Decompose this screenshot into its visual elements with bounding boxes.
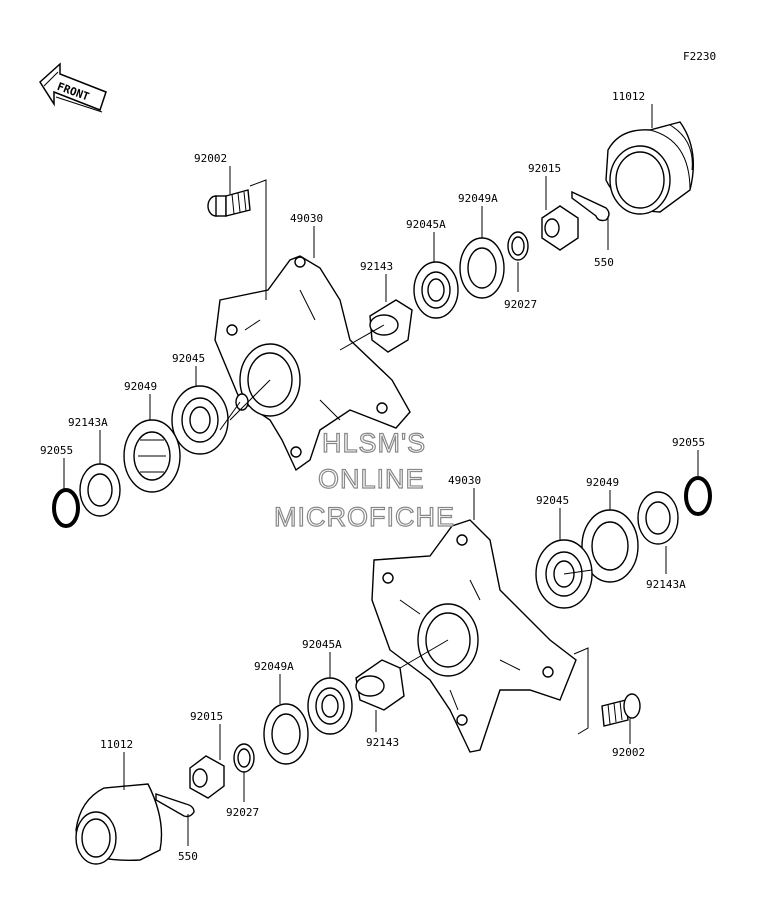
spacer-lower	[355, 659, 405, 711]
hub-cap-upper	[605, 121, 695, 215]
label-92002-lower: 92002	[612, 746, 645, 759]
figure-code: F2230	[683, 50, 716, 63]
label-92027-upper: 92027	[504, 298, 537, 311]
label-92002-upper: 92002	[194, 152, 227, 165]
part-labels: 11012 92002 92015 49030 92049A 92045A 92…	[40, 90, 705, 863]
label-550-lower: 550	[178, 850, 198, 863]
label-49030-upper: 49030	[290, 212, 323, 225]
washer-92027-upper	[507, 231, 529, 261]
label-92055-right: 92055	[672, 436, 705, 449]
label-92015-upper: 92015	[528, 162, 561, 175]
bearing-92045A-upper	[413, 261, 459, 319]
stud-bolt-lower	[601, 693, 641, 727]
seal-92049A-upper	[459, 237, 505, 299]
hub-cap-lower	[75, 783, 163, 865]
stud-bolt-upper	[207, 189, 251, 217]
seal-92049A-lower	[263, 703, 309, 765]
spacer-92143A-right	[637, 491, 679, 545]
label-92027-lower: 92027	[226, 806, 259, 819]
leader-lines	[63, 104, 699, 846]
watermark-line-2: ONLINE	[318, 464, 425, 494]
o-ring-92055-right	[684, 476, 712, 516]
label-92143A-upper: 92143A	[68, 416, 108, 429]
label-92143A-lower: 92143A	[646, 578, 686, 591]
castle-nut-upper	[541, 205, 579, 251]
bearing-92045A-lower	[307, 677, 353, 735]
label-92049A-upper: 92049A	[458, 192, 498, 205]
seal-92049-right	[581, 509, 639, 583]
watermark-line-3: MICROFICHE	[274, 502, 455, 532]
label-92045-lower: 92045	[536, 494, 569, 507]
label-92055-left: 92055	[40, 444, 73, 457]
label-92045A-lower: 92045A	[302, 638, 342, 651]
label-92049-lower: 92049	[586, 476, 619, 489]
watermark: HLSM'S ONLINE MICROFICHE	[273, 427, 455, 532]
label-49030-lower: 49030	[448, 474, 481, 487]
spacer-92143A-left-upper	[79, 463, 121, 517]
label-92049-upper: 92049	[124, 380, 157, 393]
bearing-92045-left-upper	[171, 385, 229, 455]
washer-92027-lower	[233, 743, 255, 773]
front-direction-arrow-icon: FRONT	[39, 62, 107, 113]
spacer-upper	[369, 299, 413, 353]
label-92143-upper: 92143	[360, 260, 393, 273]
label-92143-lower: 92143	[366, 736, 399, 749]
label-92049A-lower: 92049A	[254, 660, 294, 673]
label-11012-lower: 11012	[100, 738, 133, 751]
seal-92049-left-upper	[123, 419, 181, 493]
cotter-pin-upper	[571, 190, 610, 222]
label-92045A-upper: 92045A	[406, 218, 446, 231]
watermark-line-1: HLSM'S	[322, 428, 426, 458]
o-ring-92055-left	[52, 488, 80, 528]
label-550-upper: 550	[594, 256, 614, 269]
label-92015-lower: 92015	[190, 710, 223, 723]
label-11012-upper: 11012	[612, 90, 645, 103]
castle-nut-lower	[189, 755, 225, 799]
cotter-pin-lower	[155, 793, 195, 818]
label-92045-upper: 92045	[172, 352, 205, 365]
